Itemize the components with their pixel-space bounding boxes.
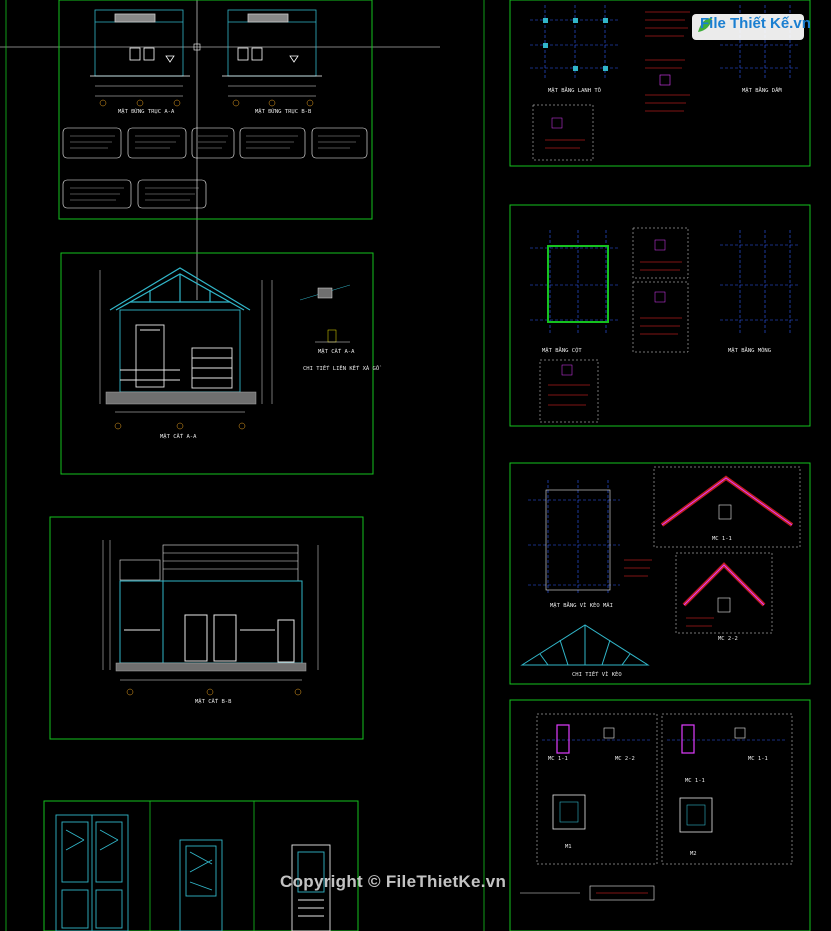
panel-section-bb[interactable]: MẶT CẮT B-B (49, 516, 364, 740)
notes-boxes (62, 127, 368, 209)
section-bb-roof (119, 544, 299, 582)
lintel-detail (532, 104, 594, 161)
truss-detail-bottom (675, 552, 773, 634)
found-plan-title: MẶT BẰNG MÓNG (728, 346, 771, 354)
section-aa-ground (105, 391, 257, 405)
beam-details (645, 11, 690, 112)
column-plan-outline (547, 245, 609, 323)
door-toilet (291, 844, 331, 931)
mc11-left-label: MC 1-1 (548, 756, 568, 762)
found-section-right (661, 713, 793, 865)
m1-label: M1 (565, 844, 572, 850)
lintel-plan-title: MẶT BẰNG LANH TÔ (548, 86, 601, 94)
found-bottom-strip (520, 885, 655, 901)
found-plan-grid (720, 230, 800, 335)
elevation-aa-drawing (90, 9, 190, 77)
elevation-bb-title: MẶT ĐỨNG TRỤC B-B (255, 108, 312, 115)
section-aa-walls (119, 309, 241, 393)
roof-detail-title: CHI TIẾT LIÊN KẾT XÀ GỒ (303, 364, 382, 372)
truss-detail-top (653, 466, 801, 548)
roof-plan-outline (545, 489, 611, 591)
found-section-left (536, 713, 658, 865)
panel-section-aa[interactable]: MẶT CẮT A-A MẶT CẮT A-A CHI TIẾT LIÊN KẾ… (60, 252, 382, 475)
elevation-aa-title: MẶT ĐỨNG TRỤC A-A (118, 108, 175, 115)
mc22-right-label: MC 1-1 (748, 756, 768, 762)
mc11-right-label: MC 1-1 (685, 778, 705, 784)
panel-elevations[interactable]: MẶT ĐỨNG TRỤC A-A MẶT ĐỨNG TRỤC B-B (58, 0, 373, 220)
cursor-crosshair (0, 0, 440, 300)
section-bb-ground (115, 662, 307, 672)
logo-text: File Thiết Kế.vn (700, 15, 811, 32)
column-plan-title: MẶT BẰNG CỘT (542, 346, 582, 354)
section-aa-dims (99, 270, 273, 430)
roof-detail (299, 284, 351, 343)
truss-title: CHI TIẾT VÌ KÈO (572, 670, 622, 678)
section-bb-title: MẶT CẮT B-B (195, 698, 232, 705)
elevation-aa-dims (95, 85, 183, 107)
panel-lintel-beam[interactable]: MẶT BẰNG LANH TÔ MẶT BẰNG DẦM (509, 0, 811, 167)
panel-foundation-sections[interactable]: MC 1-1 MC 2-2 M1 MC 1-1 MC 1-1 M2 (509, 699, 811, 931)
roof-plan-title: MẶT BẰNG VÌ KÈO MÁI (550, 601, 613, 609)
truss-elevation (520, 624, 650, 666)
truss-red-notes (624, 559, 714, 627)
beam-plan-title: MẶT BẰNG DẦM (742, 86, 782, 94)
column-details (539, 227, 689, 423)
detail-aa-title: MẶT CẮT A-A (318, 348, 355, 355)
section-bb-dims (102, 540, 319, 696)
section-aa-title: MẶT CẮT A-A (160, 433, 197, 440)
section-aa-roof (109, 267, 251, 311)
panel-roof-truss[interactable]: MẶT BẰNG VÌ KÈO MÁI CHI TIẾT VÌ KÈO MC 1… (509, 462, 811, 685)
elevation-bb-drawing (222, 9, 322, 77)
cut-22-label: MC 2-2 (718, 636, 738, 642)
column-plan-grid (530, 230, 620, 335)
roof-plan-grid (528, 480, 620, 595)
cut-11-label: MC 1-1 (712, 536, 732, 542)
copyright-watermark: Copyright © FileThietKe.vn (280, 872, 507, 891)
mc22-left-label: MC 2-2 (615, 756, 635, 762)
panel-column-foundation[interactable]: MẶT BẰNG CỘT MẶT BẰNG MÓNG (509, 204, 811, 427)
logo-badge (692, 14, 804, 40)
door-single (179, 839, 223, 931)
section-bb-walls (119, 580, 303, 664)
panel-doors[interactable] (43, 800, 359, 931)
lintel-plan-marks (543, 18, 608, 71)
elevation-bb-dims (228, 85, 316, 107)
logo-leaf-icon (698, 18, 712, 32)
m2-label: M2 (690, 851, 697, 857)
cursor-pickbox (193, 43, 201, 51)
door-double (55, 814, 129, 931)
